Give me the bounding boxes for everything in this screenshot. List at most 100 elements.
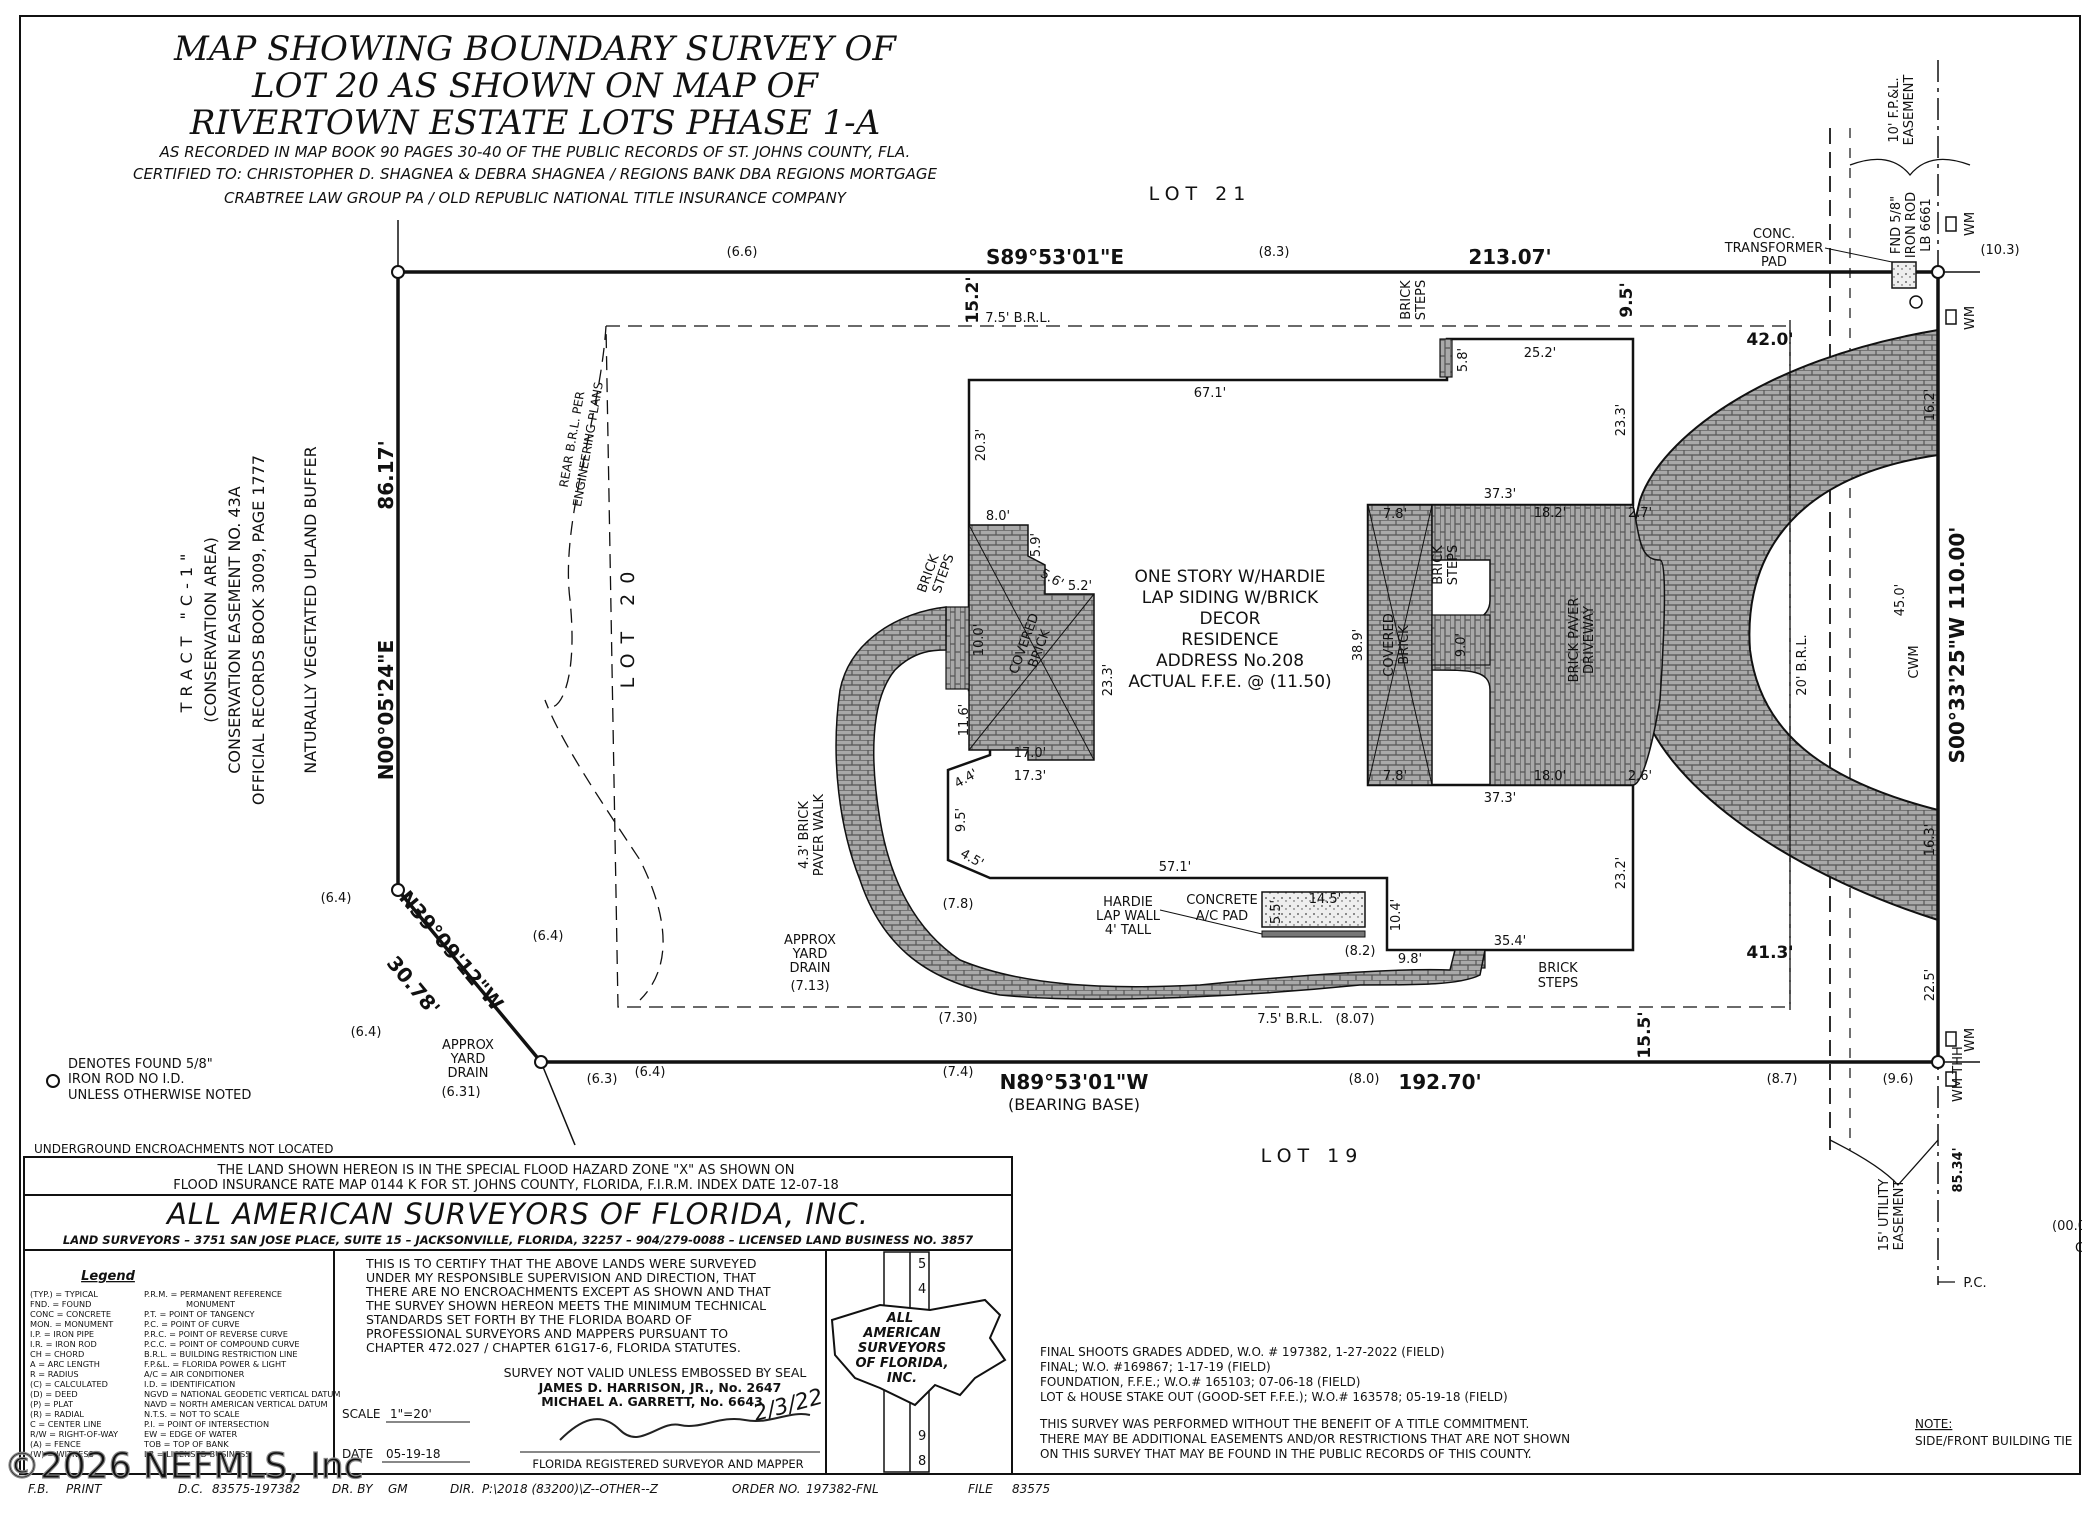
east-bearing: S00°33'25"W 110.00' — [1945, 527, 1969, 764]
found-rod-line-3: UNLESS OTHERWISE NOTED — [68, 1088, 251, 1103]
legend-2-14: EW = EDGE OF WATER — [144, 1429, 237, 1439]
logo-line-2: AMERICAN — [862, 1326, 940, 1341]
dim-17-0: 17.0' — [1014, 746, 1047, 761]
elev-6-4a: (6.4) — [321, 891, 352, 906]
pc-label: P.C. — [1963, 1276, 1986, 1291]
dim-18-2: 18.2' — [1534, 506, 1567, 521]
flood-line-2: FLOOD INSURANCE RATE MAP 0144 K FOR ST. … — [173, 1178, 839, 1193]
dim-5-2: 5.2' — [1068, 579, 1092, 594]
yard-drain-3: DRAIN — [790, 961, 831, 976]
dim-16-3: 16.3' — [1923, 824, 1938, 857]
brick-steps-right-1: BRICK — [1431, 545, 1446, 585]
elev-7-13: (7.13) — [790, 979, 829, 994]
note-4: LOT & HOUSE STAKE OUT (GOOD-SET F.F.E.);… — [1040, 1390, 1508, 1404]
brl-bottom-label: 7.5' B.R.L. — [1257, 1012, 1323, 1027]
usa-map-logo — [830, 1298, 1007, 1407]
elev-7-4: (7.4) — [943, 1065, 974, 1080]
elev-7-30: (7.30) — [938, 1011, 977, 1026]
corner-monuments — [391, 265, 1945, 1069]
dim-57-1: 57.1' — [1159, 860, 1192, 875]
dir-value: P:\2018 (83200)\Z--OTHER--Z — [482, 1482, 659, 1496]
elevation-labels: (6.6) (8.3) (10.3) (6.4) (6.4) (6.4) (6.… — [321, 243, 2020, 1100]
title-line-3: RIVERTOWN ESTATE LOTS PHASE 1-A — [189, 103, 880, 143]
fb-label: F.B. — [28, 1482, 49, 1496]
wm-box-4 — [1945, 1071, 1957, 1087]
tract-line-3: CONSERVATION EASEMENT NO. 43A — [225, 486, 244, 774]
dim-22-5: 22.5' — [1923, 969, 1938, 1002]
scale-tick-9: 9 — [918, 1429, 926, 1444]
legend-1-0: (TYP.) = TYPICAL — [30, 1289, 98, 1299]
scale-tick-4: 4 — [918, 1282, 926, 1297]
dim-7-8b: 7.8' — [1383, 769, 1407, 784]
residence-line-5: ADDRESS No.208 — [1156, 651, 1304, 671]
order-label: ORDER NO. — [732, 1482, 801, 1496]
tract-line-4: OFFICIAL RECORDS BOOK 3009, PAGE 1777 — [249, 455, 268, 805]
dim-37-3a: 37.3' — [1484, 487, 1517, 502]
legend-1-6: CH = CHORD — [30, 1349, 84, 1359]
dim-41-3: 41.3' — [1746, 943, 1793, 963]
legend-1-9: (C) = CALCULATED — [30, 1379, 108, 1389]
brick-steps-top — [1439, 338, 1453, 378]
legend-1-3: MON. = MONUMENT — [30, 1319, 114, 1329]
north-distance: 213.07' — [1468, 245, 1551, 269]
logo-text: ALL AMERICAN SURVEYORS OF FLORIDA, INC. — [855, 1311, 948, 1386]
scale-value: 1"=20' — [390, 1407, 432, 1421]
fpl-1: 10' F.P.&L. — [1887, 77, 1902, 142]
brick-steps-bottom-2: STEPS — [1538, 976, 1579, 991]
yard-drain-6: DRAIN — [448, 1066, 489, 1081]
legend-2-10: NGVD = NATIONAL GEODETIC VERTICAL DATUM — [144, 1389, 340, 1399]
brl-dashed — [605, 325, 1791, 1008]
utility-brace — [1829, 1139, 1939, 1186]
brick-steps-top-2: STEPS — [1414, 280, 1429, 321]
brick-steps-top-1: BRICK — [1399, 280, 1414, 320]
dim-5-8: 5.8' — [1456, 348, 1471, 372]
legend-1-16: (W) = WITNESS — [30, 1449, 94, 1459]
legend-1-1: FND. = FOUND — [30, 1299, 91, 1309]
covered-x2 — [968, 593, 1095, 751]
company-name: ALL AMERICAN SURVEYORS OF FLORIDA, INC. — [165, 1197, 869, 1231]
brick-paver-walk — [835, 606, 1486, 1000]
north-bearing: S89°53'01"E — [986, 245, 1124, 269]
elev-6-31: (6.31) — [441, 1085, 480, 1100]
dim-17-3: 17.3' — [1014, 769, 1047, 784]
wm-label-2: WM — [1963, 306, 1978, 330]
elev-6-4c: (6.4) — [351, 1025, 382, 1040]
residence-line-6: ACTUAL F.F.E. @ (11.50) — [1128, 672, 1331, 692]
cert-line-2: THERE ARE NO ENCROACHMENTS EXCEPT AS SHO… — [365, 1284, 771, 1299]
legend-2-15: TOB = TOP OF BANK — [143, 1439, 229, 1449]
lot-19-label: LOT 19 — [1261, 1145, 1364, 1167]
lot-20-boundary — [396, 270, 1940, 1064]
order-value: 197382-FNL — [806, 1482, 879, 1496]
cert-line-3: THE SURVEY SHOWN HEREON MEETS THE MINIMU… — [365, 1298, 766, 1313]
diag-line-extension — [540, 1061, 576, 1146]
elev-8-0: (8.0) — [1349, 1072, 1380, 1087]
light-icon — [1909, 295, 1923, 309]
legend-1-13: C = CENTER LINE — [30, 1419, 102, 1429]
diag-distance: 30.78' — [382, 951, 445, 1020]
walk-label-1: 4.3' BRICK — [797, 801, 812, 869]
date-label: DATE — [342, 1447, 373, 1461]
west-bearing: N00°05'24"E — [374, 640, 398, 780]
brick-step-right — [1431, 614, 1491, 666]
scale-tick-8: 8 — [918, 1454, 926, 1469]
concrete-1: CONCRETE — [1186, 893, 1258, 908]
dim-35-4: 35.4' — [1494, 934, 1527, 949]
found-rod-legend: DENOTES FOUND 5/8" IRON ROD NO I.D. UNLE… — [68, 1057, 251, 1103]
note-7: ON THIS SURVEY THAT MAY BE FOUND IN THE … — [1040, 1447, 1532, 1461]
residence-line-3: DECOR — [1200, 609, 1261, 629]
tract-line-2: (CONSERVATION AREA) — [201, 537, 220, 723]
brl-top-label: 7.5' B.R.L. — [985, 311, 1051, 326]
dim-5-9: 5.9' — [1029, 533, 1044, 557]
file-value: 83575 — [1012, 1482, 1050, 1496]
meter-boxes — [1945, 216, 1957, 1087]
cwm-label: CWM — [1907, 645, 1922, 678]
dim-2-7: 2.7' — [1628, 506, 1652, 521]
note-text: SIDE/FRONT BUILDING TIE — [1915, 1434, 2072, 1448]
wm-label-3: WM — [1963, 1028, 1978, 1052]
bearing-base-note: (BEARING BASE) — [1008, 1095, 1140, 1114]
right-cut-1: (00.0 — [2052, 1219, 2082, 1234]
driveway-label-1: BRICK PAVER — [1567, 598, 1582, 683]
yard-drain-2: YARD — [792, 947, 828, 962]
brick-steps-bottom-1: BRICK — [1538, 961, 1578, 976]
